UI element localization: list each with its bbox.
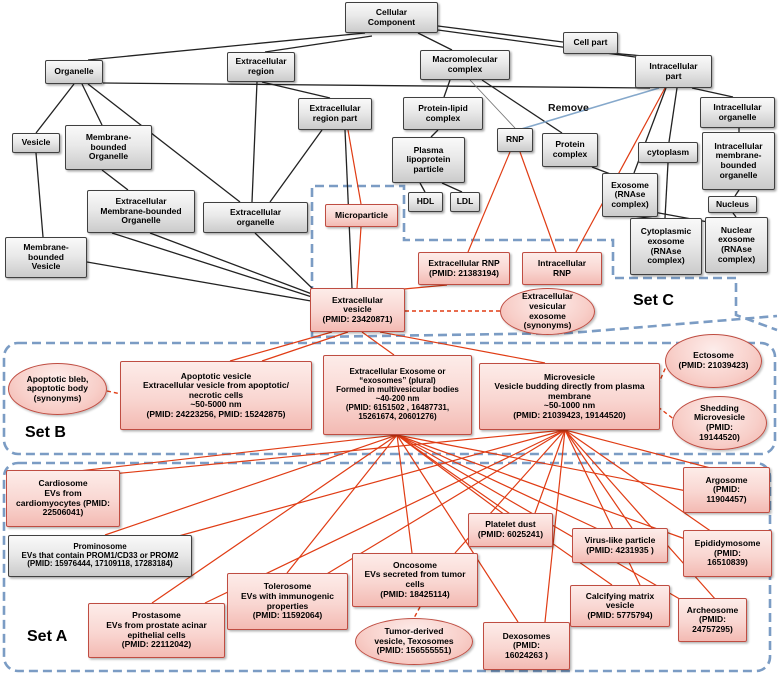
node-tolerosome: Tolerosome EVs with immunogenic properti…	[227, 573, 348, 630]
node-hdl: HDL	[408, 192, 443, 212]
node-calcifying-matrix-vesicle: Calcifying matrix vesicle (PMID: 5775794…	[570, 585, 670, 627]
set-c-label: Set C	[633, 292, 674, 309]
node-shedding-microvesicle: Shedding Microvesicle (PMID: 19144520)	[672, 396, 767, 450]
node-protein-complex: Protein complex	[542, 133, 598, 167]
node-membrane-bounded-vesicle: Membrane- bounded Vesicle	[5, 237, 87, 278]
edge-label-remove: Remove	[548, 102, 589, 114]
node-extracellular-exosome: Extracellular Exosome or “exosomes” (plu…	[323, 355, 472, 435]
node-microparticle: Microparticle	[325, 204, 398, 227]
node-cardiosome: Cardiosome EVs from cardiomyocytes (PMID…	[6, 470, 120, 527]
node-argosome: Argosome (PMID: 11904457)	[683, 467, 770, 513]
node-cellular-component: Cellular Component	[345, 2, 438, 33]
node-ldl: LDL	[450, 192, 480, 212]
node-protein-lipid-complex: Protein-lipid complex	[403, 97, 483, 130]
node-intracellular-membrane-bounded-organelle: Intracellular membrane- bounded organell…	[702, 132, 775, 190]
node-nucleus: Nucleus	[708, 196, 757, 213]
node-cell-part: Cell part	[563, 32, 618, 54]
node-apoptotic-bleb-synonyms: Apoptotic bleb, apoptotic body (synonyms…	[8, 363, 107, 415]
node-intracellular-organelle: Intracellular organelle	[700, 97, 775, 128]
node-extracellular-region-part: Extracellular region part	[298, 98, 372, 130]
node-prostasome: Prostasome EVs from prostate acinar epit…	[88, 603, 225, 658]
node-extracellular-vesicular-exosome-synonyms: Extracellular vesicular exosome (synonym…	[500, 288, 595, 335]
node-plasma-lipoprotein-particle: Plasma lipoprotein particle	[392, 137, 465, 183]
node-oncosome: Oncosome EVs secreted from tumor cells (…	[352, 553, 478, 607]
thin-gray-edge	[469, 79, 516, 129]
node-extracellular-membrane-bounded-organelle: Extracellular Membrane-bounded Organelle	[87, 190, 195, 233]
node-extracellular-rnp: Extracellular RNP (PMID: 21383194)	[418, 252, 510, 285]
node-rnp: RNP	[497, 128, 533, 152]
node-archeosome: Archeosome (PMID: 24757295)	[678, 598, 747, 642]
red-edges	[69, 87, 719, 623]
node-intracellular-part: Intracellular part	[635, 55, 712, 88]
node-microvesicle: Microvesicle Vesicle budding directly fr…	[479, 363, 660, 430]
black-edges	[35, 25, 740, 302]
node-cytoplasmic-exosome: Cytoplasmic exosome (RNAse complex)	[630, 218, 702, 275]
node-dexosomes: Dexosomes (PMID: 16024263 )	[483, 622, 570, 670]
node-nuclear-exosome: Nuclear exosome (RNAse complex)	[705, 217, 768, 273]
node-extracellular-organelle: Extracellular organelle	[203, 202, 308, 233]
node-vesicle: Vesicle	[12, 133, 60, 153]
node-macromolecular-complex: Macromolecular complex	[420, 50, 510, 80]
node-epididymosome: Epididymosome (PMID: 16510839)	[683, 530, 772, 577]
node-platelet-dust: Platelet dust (PMID: 6025241)	[468, 513, 553, 547]
set-a-label: Set A	[27, 628, 68, 645]
remove-edge	[517, 87, 660, 131]
node-exosome-rnase-complex: Exosome (RNAse complex)	[602, 173, 658, 217]
node-cytoplasm: cytoplasm	[638, 142, 698, 163]
node-apoptotic-vesicle: Apoptotic vesicle Extracellular vesicle …	[120, 361, 312, 430]
node-virus-like-particle: Virus-like particle (PMID: 4231935 )	[572, 528, 668, 563]
node-intracellular-rnp: Intracellular RNP	[522, 252, 602, 285]
node-extracellular-region: Extracellular region	[227, 52, 295, 82]
node-organelle: Organelle	[45, 60, 103, 84]
node-ectosome: Ectosome (PMID: 21039423)	[665, 334, 762, 388]
set-b-label: Set B	[25, 424, 66, 441]
node-tumor-derived-vesicle: Tumor-derived vesicle, Texosomes (PMID: …	[355, 618, 473, 665]
node-extracellular-vesicle: Extracellular vesicle (PMID: 23420871)	[310, 288, 405, 332]
node-membrane-bounded-organelle: Membrane- bounded Organelle	[65, 125, 152, 170]
node-prominosome: Prominosome EVs that contain PROM1/CD33 …	[8, 535, 192, 577]
